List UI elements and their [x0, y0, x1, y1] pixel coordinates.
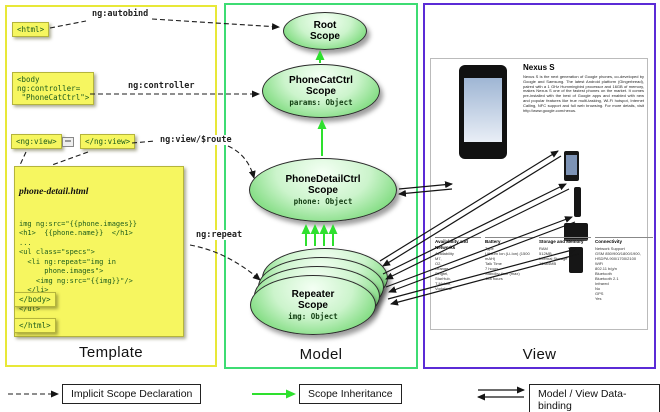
scope-name: Repeater: [291, 289, 335, 300]
legend-scope-inheritance: Scope Inheritance: [299, 384, 402, 404]
model-panel-label: Model: [299, 346, 343, 363]
thumbnail-screen: [566, 155, 577, 175]
phone-screen: [464, 78, 502, 142]
body-controller-note: <body ng:controller= "PhoneCatCtrl">: [12, 72, 95, 105]
scope-name: Root: [313, 20, 337, 31]
phone-description-text: Nexus S is the next generation of Google…: [523, 74, 644, 113]
spec-header: Availability and Networks: [435, 239, 468, 250]
scope-type: Scope: [305, 86, 336, 97]
phone-detail-partial-note: phone-detail.html img ng:src="{{phone.im…: [14, 166, 184, 337]
scope-property: img: Object: [288, 312, 338, 321]
scope-property: params: Object: [289, 98, 353, 107]
phone-main-image: [459, 65, 507, 159]
scope-property: phone: Object: [293, 197, 353, 206]
spec-col-battery: Battery Type Lithium Ion (Li-Ion) (1500 …: [485, 237, 535, 301]
scope-name: PhoneCatCtrl: [289, 75, 353, 86]
partial-filename: phone-detail.html: [19, 187, 89, 197]
spec-col-availability: Availability and Networks Availability M…: [435, 237, 481, 301]
spec-rows: Availability M7, O2, Orange, Singtel, St…: [435, 251, 454, 291]
scope-name: PhoneDetailCtrl: [285, 174, 361, 185]
body-close-tag-note: </body>: [14, 292, 56, 307]
spec-header: Connectivity: [595, 239, 623, 244]
scope-type: Scope: [297, 300, 328, 311]
spec-col-connectivity: Connectivity Network Support GSM 850/900…: [595, 237, 653, 301]
scope-type: Scope: [307, 185, 338, 196]
spec-header: Battery: [485, 239, 501, 244]
phone-thumbnail-side: [574, 187, 581, 217]
ng-view-open-note: <ng:view>: [11, 134, 62, 149]
html-close-tag-note: </html>: [14, 318, 56, 333]
view-panel-label: View: [522, 346, 557, 363]
legend-implicit-scope-declaration: Implicit Scope Declaration: [62, 384, 202, 404]
legend-model-view-data-binding: Model / View Data-binding: [529, 384, 660, 412]
rendered-view-page: Nexus S Nexus S is the next generation o…: [430, 58, 653, 330]
ng-repeat-label: ng:repeat: [194, 230, 245, 240]
template-panel-label: Template: [78, 344, 144, 361]
spec-rows: Network Support GSM 850/900/1800/1900, H…: [595, 245, 641, 301]
scope-type: Scope: [309, 31, 340, 42]
legend-label: Scope Inheritance: [308, 388, 393, 400]
ng-controller-label: ng:controller: [126, 81, 197, 91]
spec-table: Availability and Networks Availability M…: [435, 237, 653, 301]
legend-label: Implicit Scope Declaration: [71, 388, 193, 400]
legend-label: Model / View Data-binding: [538, 388, 627, 412]
spec-rows: Type Lithium Ion (Li-Ion) (1500 mAH) Tal…: [485, 245, 530, 281]
ng-autobind-label: ng:autobind: [90, 9, 151, 19]
phonecatctrl-scope-node: PhoneCatCtrl Scope params: Object: [262, 64, 380, 118]
spec-col-storage: Storage and Memory RAM 512MB Internal St…: [539, 237, 591, 301]
view-placeholder-icon: [62, 137, 74, 147]
root-scope-node: Root Scope: [283, 12, 367, 50]
repeater-scope-node: Repeater Scope img: Object: [250, 275, 376, 335]
phonedetailctrl-scope-node: PhoneDetailCtrl Scope phone: Object: [249, 158, 397, 222]
phone-thumbnail-front: [564, 151, 579, 181]
spec-rows: RAM 512MB Internal Storage 16384MB: [539, 245, 568, 266]
ng-view-close-note: </ng:view>: [80, 134, 136, 149]
html-open-tag-note: <html>: [12, 22, 50, 37]
ng-view-route-label: ng:view/$route: [158, 135, 234, 145]
spec-header: Storage and Memory: [539, 239, 584, 244]
phone-page-title: Nexus S: [523, 63, 555, 72]
